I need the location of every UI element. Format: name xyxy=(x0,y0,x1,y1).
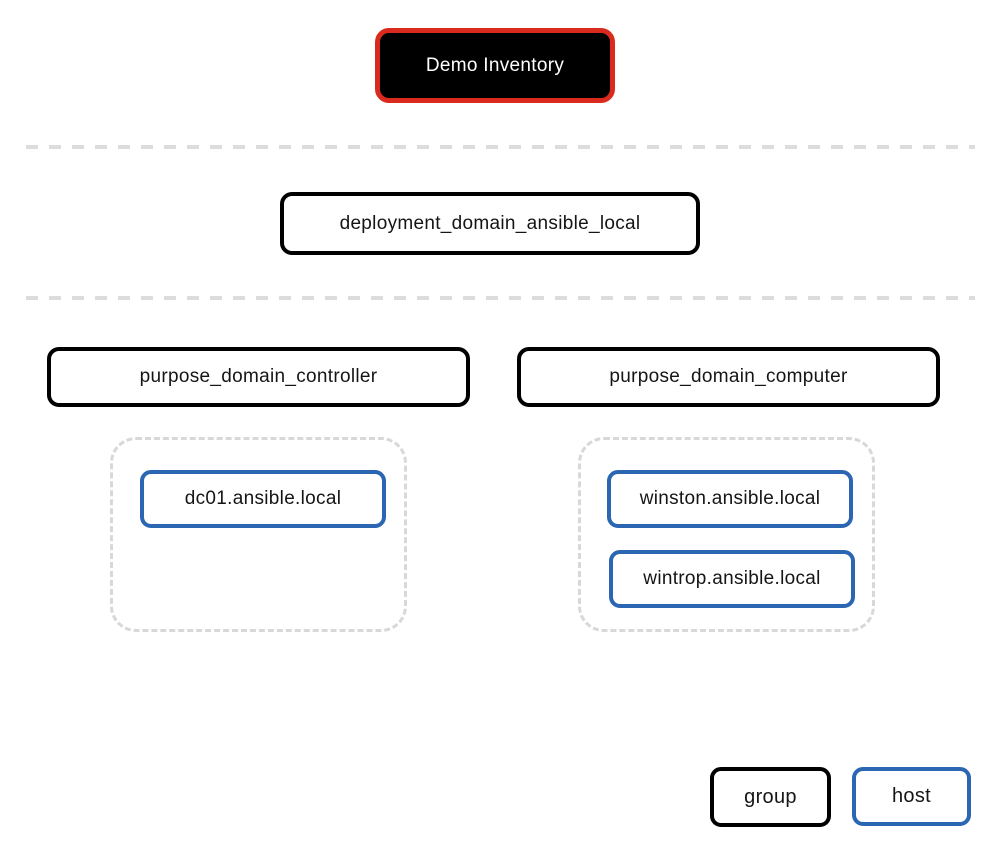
computer-hosts-container: winston.ansible.local wintrop.ansible.lo… xyxy=(578,437,875,632)
legend-group-label: group xyxy=(744,785,797,808)
purpose-controller-group-node: purpose_domain_controller xyxy=(47,347,470,407)
purpose-computer-group-label: purpose_domain_computer xyxy=(609,366,848,387)
controller-hosts-container: dc01.ansible.local xyxy=(110,437,407,632)
host-label-dc01: dc01.ansible.local xyxy=(184,488,342,509)
purpose-computer-group-node: purpose_domain_computer xyxy=(517,347,940,407)
level-divider-middle xyxy=(26,296,975,300)
host-node-wintrop: wintrop.ansible.local xyxy=(609,550,855,608)
legend-host-box: host xyxy=(852,767,971,826)
legend-group-box: group xyxy=(710,767,831,827)
level-divider-top xyxy=(26,145,975,149)
deployment-group-node: deployment_domain_ansible_local xyxy=(280,192,700,255)
root-inventory-node: Demo Inventory xyxy=(375,28,615,103)
host-node-dc01: dc01.ansible.local xyxy=(140,470,386,528)
legend-host-label: host xyxy=(891,785,931,807)
host-label-winston: winston.ansible.local xyxy=(639,488,821,509)
deployment-group-label: deployment_domain_ansible_local xyxy=(339,212,641,234)
host-node-winston: winston.ansible.local xyxy=(607,470,853,528)
root-inventory-label: Demo Inventory xyxy=(425,54,565,76)
purpose-controller-group-label: purpose_domain_controller xyxy=(139,366,378,387)
host-label-wintrop: wintrop.ansible.local xyxy=(643,568,821,589)
